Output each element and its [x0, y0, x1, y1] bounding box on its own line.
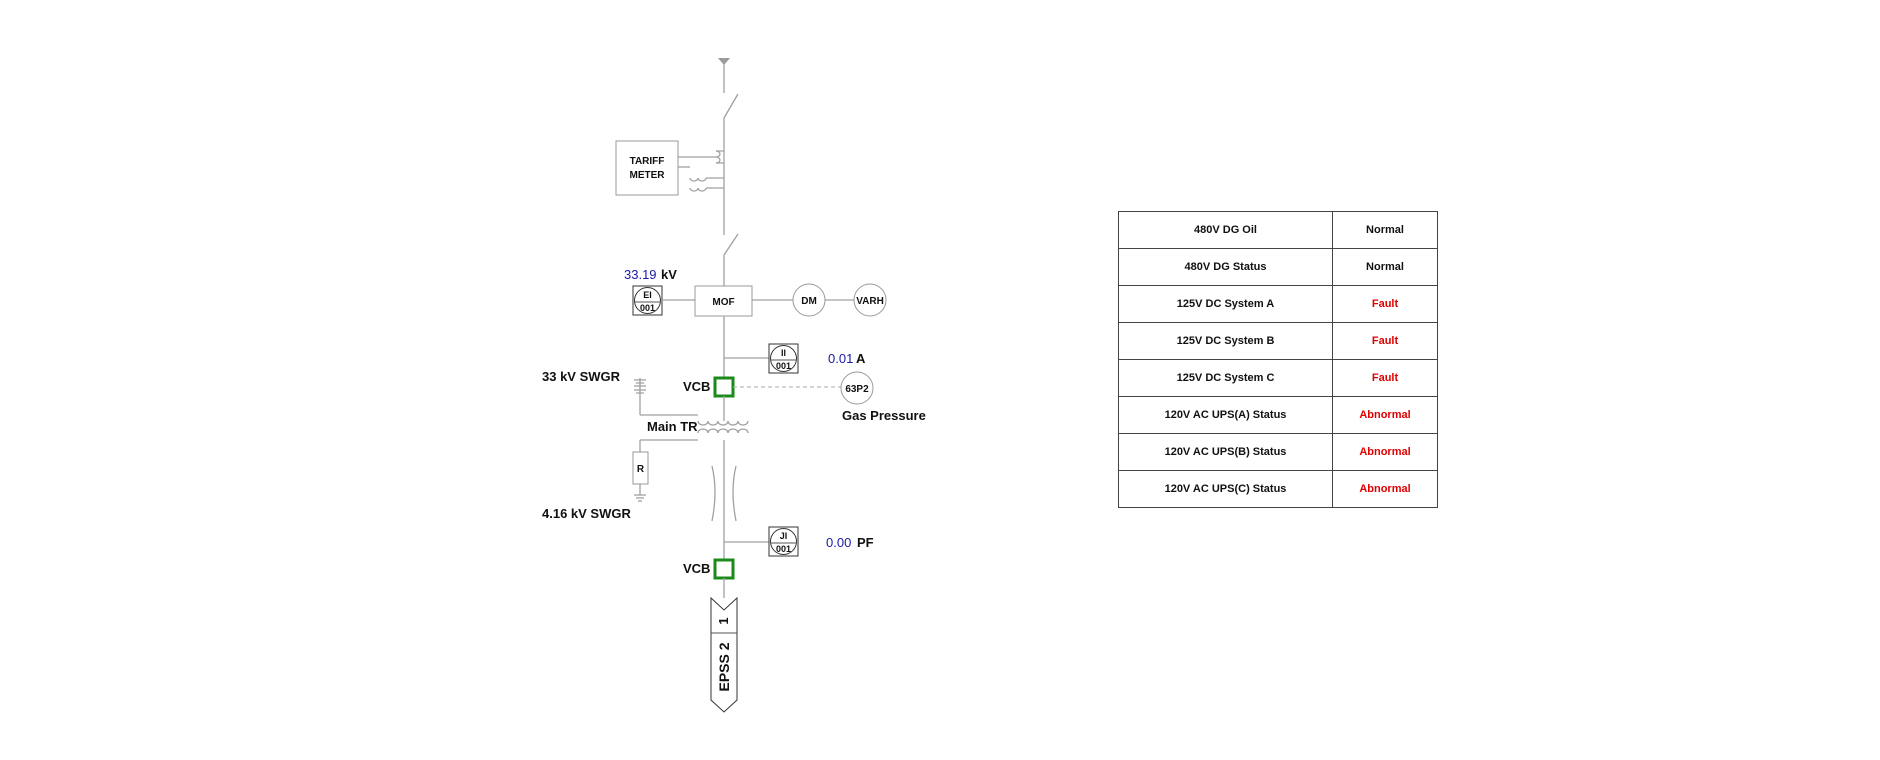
gas-pressure-label: Gas Pressure: [842, 408, 926, 423]
dm-label: DM: [801, 296, 817, 307]
status-item-name: 480V DG Oil: [1118, 211, 1333, 249]
varh-meter-icon[interactable]: [853, 283, 887, 317]
status-value: Abnormal: [1332, 470, 1438, 508]
status-value: Fault: [1332, 285, 1438, 323]
current-value: 0.01: [828, 351, 853, 366]
varh-label: VARH: [856, 296, 884, 307]
status-item-name: 120V AC UPS(B) Status: [1118, 433, 1333, 471]
status-item-name: 125V DC System B: [1118, 322, 1333, 360]
tariff-meter-label-1: TARIFF: [630, 156, 665, 167]
vcb-breaker-upper[interactable]: [713, 376, 735, 398]
svg-text:001: 001: [776, 361, 791, 371]
svg-text:001: 001: [776, 544, 791, 554]
status-value: Abnormal: [1332, 433, 1438, 471]
pf-meter-ji-icon[interactable]: JI 001: [768, 526, 799, 557]
svg-text:EI: EI: [643, 290, 652, 300]
ground-icon: [634, 484, 646, 502]
disconnect-switch-middle[interactable]: [723, 233, 739, 256]
swgr-33kv-label: 33 kV SWGR: [542, 369, 621, 384]
status-item-name: 480V DG Status: [1118, 248, 1333, 286]
pf-unit: PF: [857, 535, 874, 550]
status-value: Normal: [1332, 248, 1438, 286]
tariff-meter-transformer-icon: [678, 150, 724, 192]
relay-63p2-icon[interactable]: [840, 371, 874, 405]
svg-text:JI: JI: [780, 531, 788, 541]
status-value: Fault: [1332, 359, 1438, 397]
epss-feeder-tag[interactable]: 1 EPSS 2: [710, 596, 738, 713]
feeder-name: EPSS 2: [716, 642, 732, 691]
cable-connector-icon: [711, 465, 737, 522]
current-meter-ii-icon[interactable]: II 001: [768, 343, 799, 374]
swgr-416kv-label: 4.16 kV SWGR: [542, 506, 631, 521]
main-tr-label: Main TR: [647, 419, 698, 434]
status-value: Fault: [1332, 322, 1438, 360]
disconnect-switch-top[interactable]: [723, 93, 739, 119]
mof-label: MOF: [712, 297, 734, 308]
voltage-value: 33.19: [624, 267, 657, 282]
feeder-number: 1: [716, 617, 731, 624]
vcb-breaker-lower[interactable]: [713, 558, 735, 580]
vcb-label-lower: VCB: [683, 561, 710, 576]
status-value: Abnormal: [1332, 396, 1438, 434]
status-item-name: 120V AC UPS(C) Status: [1118, 470, 1333, 508]
svg-text:001: 001: [640, 303, 655, 313]
tariff-meter-box[interactable]: [615, 140, 679, 196]
tariff-meter-label-2: METER: [630, 170, 666, 181]
current-unit: A: [856, 351, 866, 366]
resistor-label: R: [637, 464, 645, 475]
status-item-name: 120V AC UPS(A) Status: [1118, 396, 1333, 434]
voltage-unit: kV: [661, 267, 677, 282]
relay-63p2-label: 63P2: [845, 384, 869, 395]
vcb-label-upper: VCB: [683, 379, 710, 394]
main-transformer-icon[interactable]: [634, 378, 749, 452]
pf-value: 0.00: [826, 535, 851, 550]
status-item-name: 125V DC System A: [1118, 285, 1333, 323]
svg-text:II: II: [781, 348, 786, 358]
status-item-name: 125V DC System C: [1118, 359, 1333, 397]
mof-box[interactable]: [694, 285, 753, 317]
status-value: Normal: [1332, 211, 1438, 249]
voltage-meter-ei-icon[interactable]: EI 001: [632, 285, 663, 316]
